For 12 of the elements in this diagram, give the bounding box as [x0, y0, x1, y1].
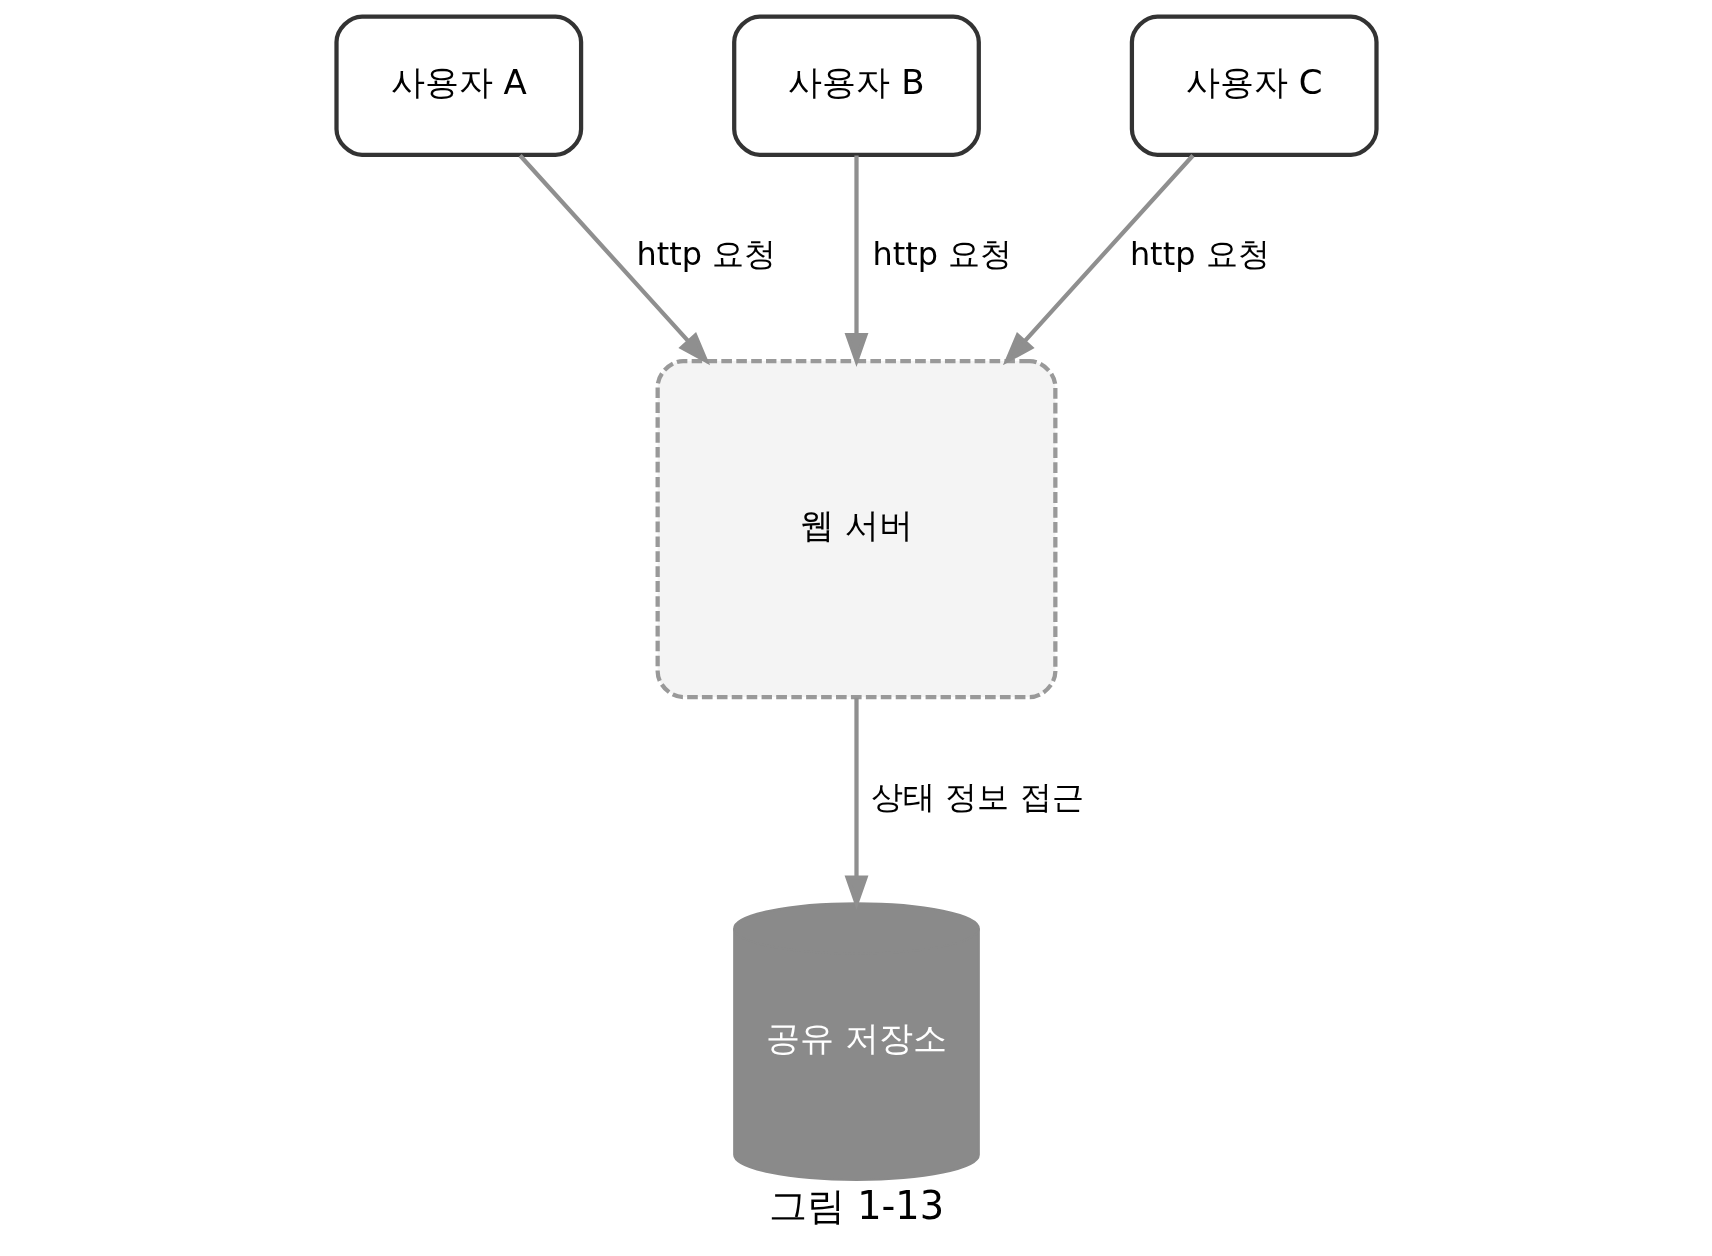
arrow [844, 155, 868, 367]
edge-label: 상태 정보 접근 [870, 777, 1084, 816]
node-box: 사용자 A [333, 14, 583, 157]
edge-label: http 요청 [1129, 235, 1270, 274]
arrow [518, 154, 710, 366]
node-box: 웹 서버 [655, 358, 1057, 700]
edge-label: http 요청 [636, 235, 776, 274]
edge-label: http 요청 [872, 235, 1012, 274]
node-box: 사용자 C [1129, 14, 1379, 157]
caption: 그림 1-13 [768, 1183, 944, 1229]
node-box: 사용자 B [731, 14, 981, 157]
arrow [1002, 154, 1194, 366]
